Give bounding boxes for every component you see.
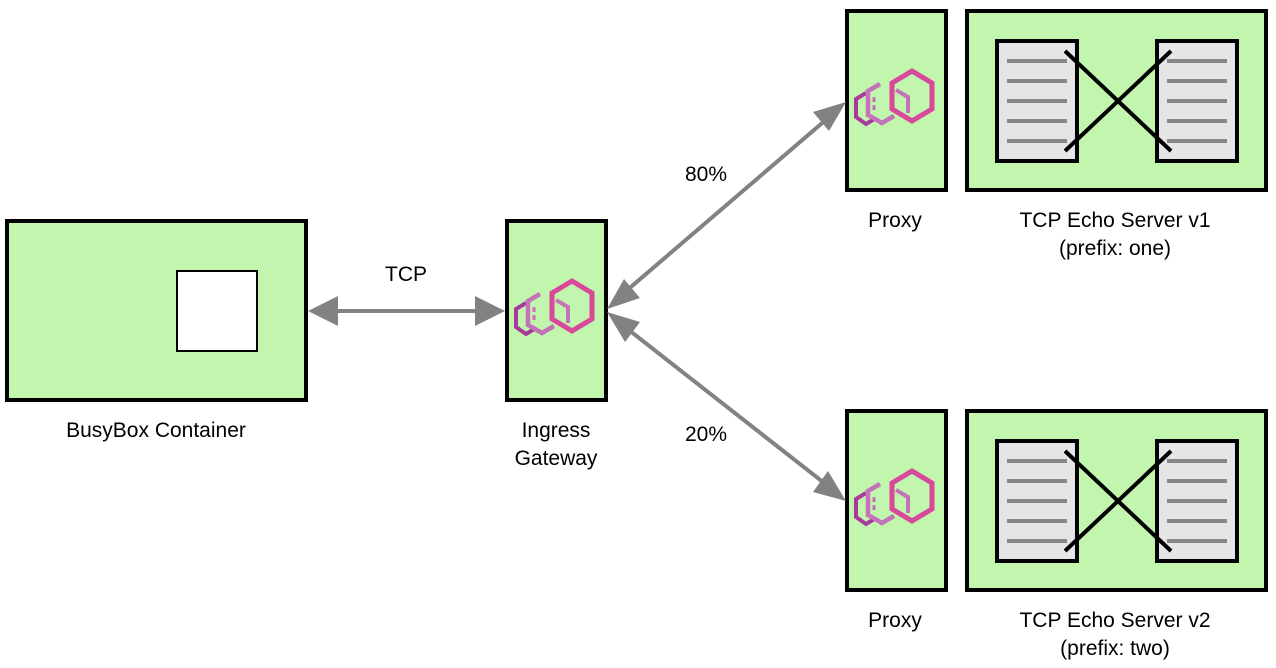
busybox-label: BusyBox Container (66, 419, 246, 442)
arrowhead-proxy-v1-icon (813, 102, 846, 131)
edge-line (623, 116, 830, 294)
busybox-container-node: BusyBox Container (5, 219, 308, 442)
edge-gateway-to-v2: 20% (607, 312, 846, 501)
ingress-gateway-label-line1: Ingress (522, 419, 591, 442)
proxy-v2-label: Proxy (868, 609, 922, 632)
edge-client-to-gateway: TCP (308, 263, 505, 326)
echo-server-v1-node: TCP Echo Server v1 (prefix: one) (965, 9, 1268, 260)
busybox-container-box (5, 219, 308, 402)
edge-label-80: 80% (685, 163, 727, 186)
echo-server-v2-prefix: (prefix: two) (1060, 637, 1170, 660)
edge-line (623, 325, 830, 488)
echo-server-v1-prefix: (prefix: one) (1059, 237, 1171, 260)
arrowhead-gateway-icon (607, 279, 640, 309)
ingress-gateway-node: Ingress Gateway (505, 219, 608, 470)
echo-server-v1-label: TCP Echo Server v1 (1019, 209, 1210, 232)
arrowhead-proxy-v2-icon (813, 471, 846, 501)
echo-server-v2-node: TCP Echo Server v2 (prefix: two) (965, 409, 1268, 660)
edge-gateway-to-v1: 80% (607, 102, 846, 309)
echo-server-v2-label: TCP Echo Server v2 (1019, 609, 1210, 632)
edge-label-tcp: TCP (385, 263, 427, 286)
arrowhead-left-icon (308, 296, 338, 326)
busybox-inner-square-icon (176, 270, 258, 352)
edge-label-20: 20% (685, 423, 727, 446)
proxy-v1-label: Proxy (868, 209, 922, 232)
proxy-v1-node: Proxy (845, 9, 948, 232)
arrowhead-gateway-icon (607, 312, 640, 342)
proxy-v2-node: Proxy (845, 409, 948, 632)
arrowhead-right-icon (475, 296, 505, 326)
ingress-gateway-label-line2: Gateway (515, 447, 598, 470)
